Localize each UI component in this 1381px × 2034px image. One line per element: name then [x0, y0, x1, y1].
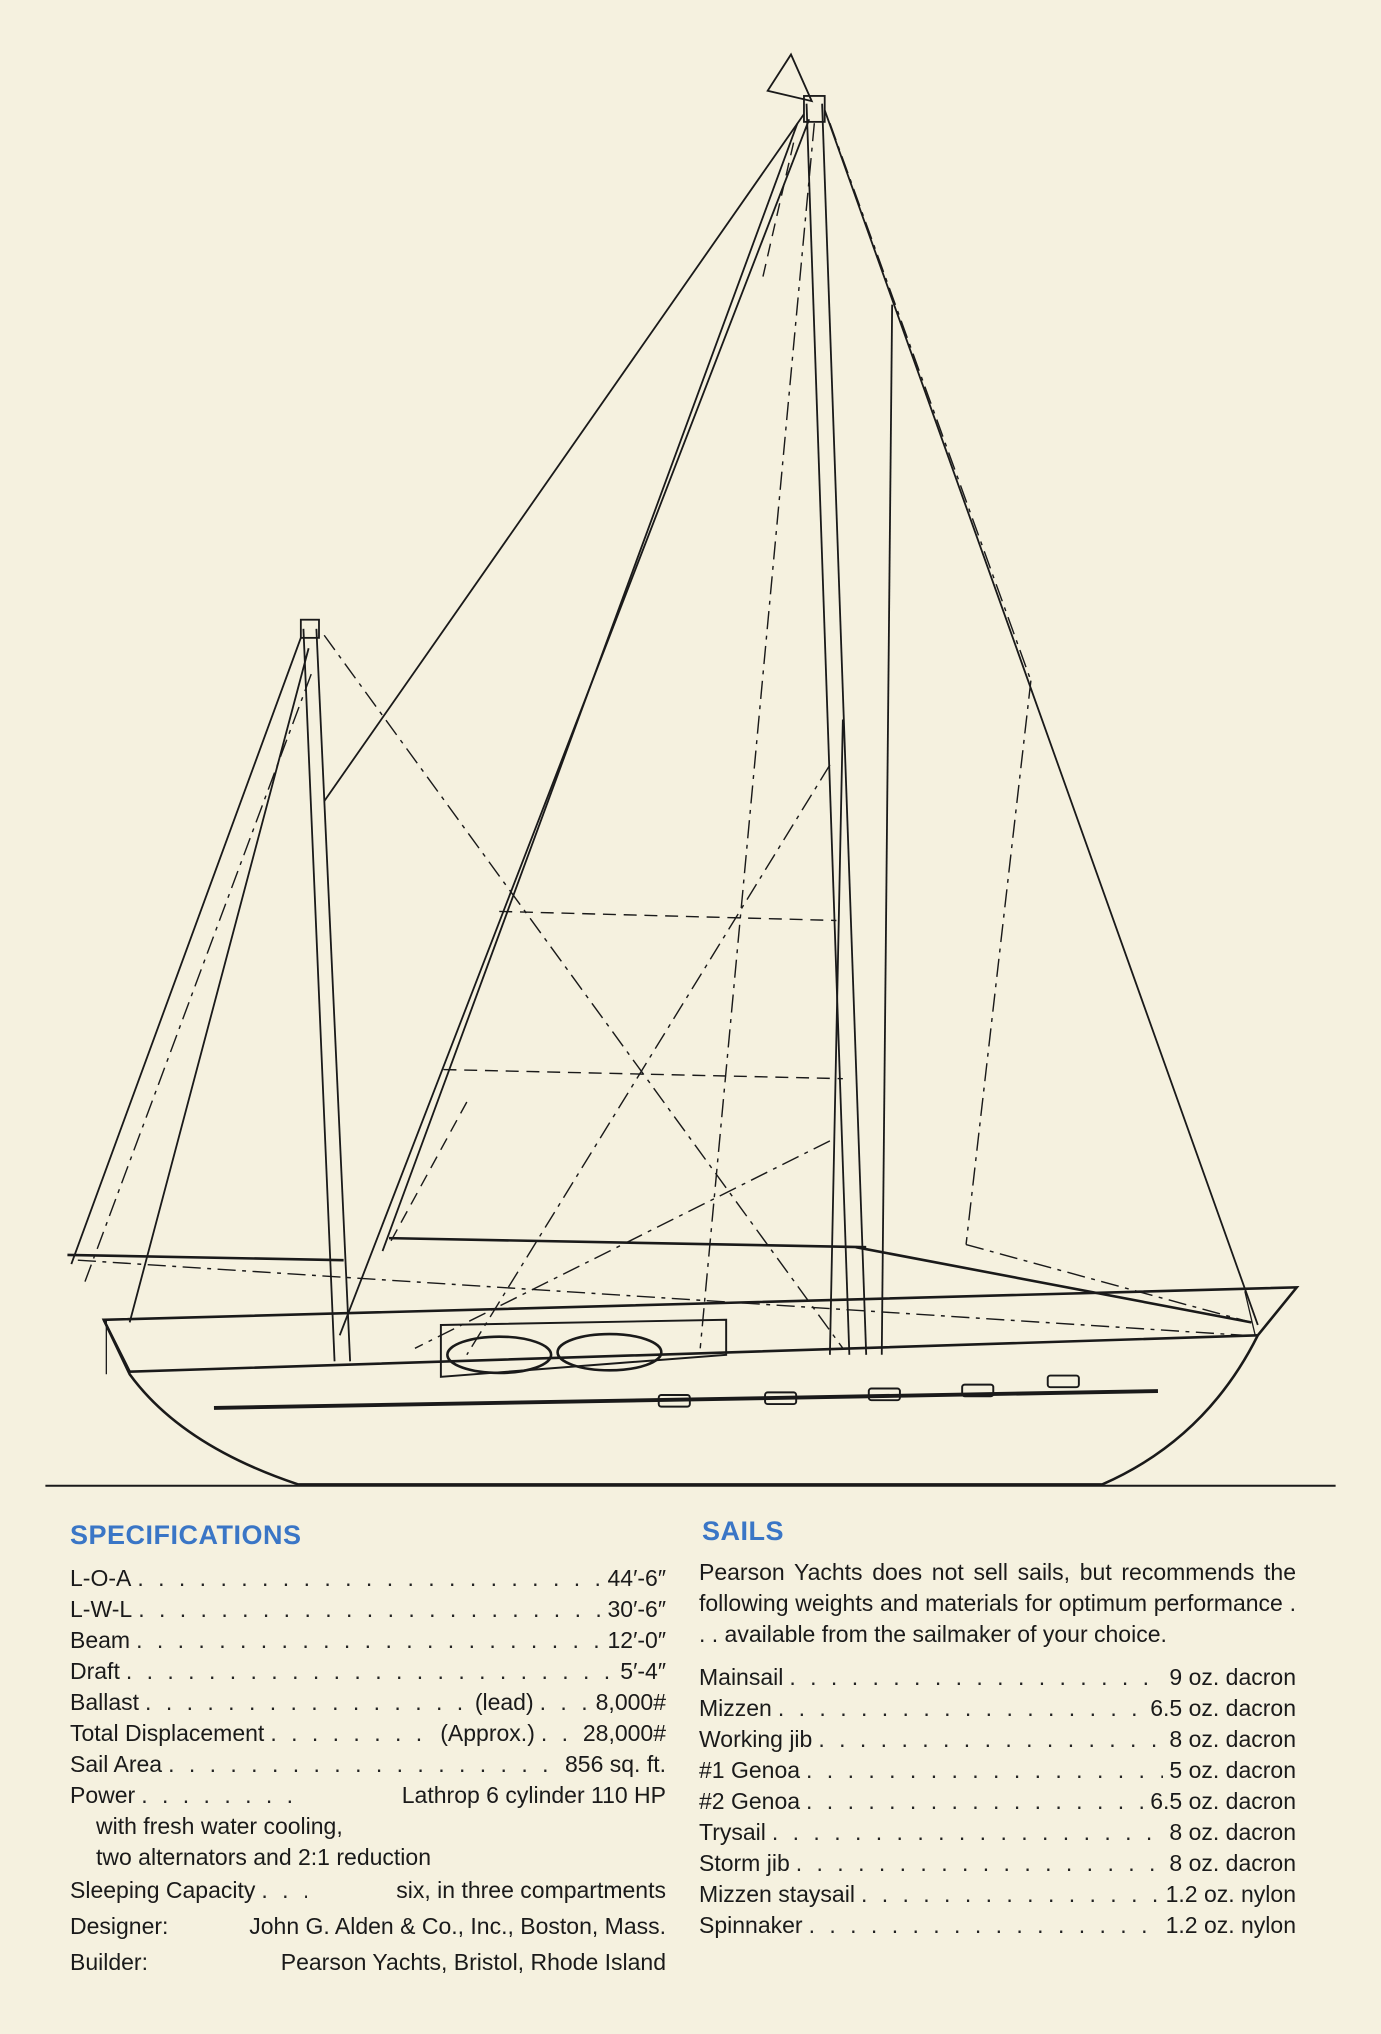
sail-row: #1 Genoa 5 oz. dacron: [699, 1755, 1296, 1786]
power-detail-2: two alternators and 2:1 reduction: [96, 1844, 431, 1870]
spec-value: 856 sq. ft.: [564, 1751, 666, 1777]
spec-row-builder: Builder: Pearson Yachts, Bristol, Rhode I…: [70, 1947, 666, 1978]
dot-leader: [141, 1780, 291, 1811]
sail-label: Trysail: [699, 1819, 766, 1845]
reef-lines: [388, 142, 843, 1245]
spec-row-sail-area: Sail Area 856 sq. ft.: [70, 1749, 666, 1780]
specifications-list: L-O-A 44′-6″ L-W-L 30′-6″ Beam 12′-0″ Draft…: [70, 1563, 666, 1978]
power-detail-1: with fresh water cooling,: [96, 1813, 343, 1839]
spec-row-beam: Beam 12′-0″: [70, 1625, 666, 1656]
spec-row-ballast: Ballast (lead) 8,000#: [70, 1687, 666, 1718]
spec-value: 12′-0″: [607, 1627, 667, 1653]
spec-label: Sail Area: [70, 1751, 163, 1777]
ketch-sail-plan-drawing: [45, 52, 1336, 1487]
spec-label: Draft: [70, 1658, 120, 1684]
dot-leader: [772, 1817, 1164, 1848]
alternate-sail-outlines: [77, 122, 1252, 1356]
sail-row: Mizzen 6.5 oz. dacron: [699, 1693, 1296, 1724]
spec-row-displacement: Total Displacement (Approx.) 28,000#: [70, 1718, 666, 1749]
specifications-heading: SPECIFICATIONS: [70, 1520, 302, 1550]
spec-value: six, in three compartments: [396, 1877, 666, 1903]
sail-label: Storm jib: [699, 1850, 790, 1876]
sail-value: 8 oz. dacron: [1169, 1850, 1296, 1876]
dot-leader: [540, 1687, 590, 1718]
dot-leader: [137, 1563, 601, 1594]
sail-label: Working jib: [699, 1726, 813, 1752]
sails-heading: SAILS: [702, 1516, 785, 1546]
spec-label: L-O-A: [70, 1565, 132, 1591]
sail-label: #2 Genoa: [699, 1788, 801, 1814]
spec-value: Lathrop 6 cylinder 110 HP: [401, 1782, 666, 1808]
dot-leader: [806, 1786, 1144, 1817]
main-mast: [803, 95, 868, 1355]
spec-value: 5′-4″: [620, 1658, 666, 1684]
sail-label: #1 Genoa: [699, 1757, 801, 1783]
sail-value: 1.2 oz. nylon: [1165, 1912, 1296, 1938]
spec-row-designer: Designer: John G. Alden & Co., Inc., Bost…: [70, 1911, 666, 1942]
spec-label: Builder:: [70, 1949, 148, 1975]
spec-label: L-W-L: [70, 1596, 133, 1622]
spec-note: (lead): [474, 1689, 534, 1715]
sail-value: 6.5 oz. dacron: [1150, 1788, 1296, 1814]
booms: [67, 1236, 1252, 1324]
spec-value: 44′-6″: [607, 1565, 667, 1591]
spec-row-draft: Draft 5′-4″: [70, 1656, 666, 1687]
spec-label: Ballast: [70, 1689, 140, 1715]
sail-value: 6.5 oz. dacron: [1150, 1695, 1296, 1721]
sail-label: Mizzen staysail: [699, 1881, 855, 1907]
sail-row: Storm jib 8 oz. dacron: [699, 1848, 1296, 1879]
standing-rigging: [70, 109, 1259, 1355]
sail-row: Trysail 8 oz. dacron: [699, 1817, 1296, 1848]
dot-leader: [136, 1625, 601, 1656]
dot-leader: [861, 1879, 1160, 1910]
dot-leader: [261, 1875, 307, 1906]
dot-leader: [796, 1848, 1164, 1879]
dot-leader: [818, 1724, 1163, 1755]
spec-value: 30′-6″: [607, 1596, 667, 1622]
dot-leader: [270, 1718, 434, 1749]
dot-leader: [168, 1749, 559, 1780]
sail-label: Spinnaker: [699, 1912, 803, 1938]
spec-label: Total Displacement: [70, 1720, 265, 1746]
dot-leader: [809, 1910, 1160, 1941]
dot-leader: [806, 1755, 1163, 1786]
spec-row-lwl: L-W-L 30′-6″: [70, 1594, 666, 1625]
dot-leader: [541, 1718, 577, 1749]
dot-leader: [126, 1656, 614, 1687]
sail-label: Mizzen: [699, 1695, 772, 1721]
hull: [101, 1286, 1300, 1486]
mizzen-mast: [299, 618, 352, 1362]
sail-value: 1.2 oz. nylon: [1165, 1881, 1296, 1907]
spec-row-loa: L-O-A 44′-6″: [70, 1563, 666, 1594]
masthead-flag: [766, 52, 814, 103]
spec-label: Sleeping Capacity: [70, 1877, 256, 1903]
spec-label: Designer:: [70, 1913, 169, 1939]
spec-row-power: Power Lathrop 6 cylinder 110 HP: [70, 1780, 666, 1811]
sail-value: 8 oz. dacron: [1169, 1819, 1296, 1845]
dot-leader: [145, 1687, 469, 1718]
dot-leader: [778, 1693, 1144, 1724]
spec-label: Beam: [70, 1627, 131, 1653]
sail-row: Mainsail 9 oz. dacron: [699, 1662, 1296, 1693]
spec-value: 28,000#: [582, 1720, 666, 1746]
sails-intro-paragraph: Pearson Yachts does not sell sails, but …: [699, 1559, 1296, 1647]
sail-value: 8 oz. dacron: [1169, 1726, 1296, 1752]
spec-value: Pearson Yachts, Bristol, Rhode Island: [280, 1949, 666, 1975]
sail-row: Mizzen staysail 1.2 oz. nylon: [699, 1879, 1296, 1910]
dot-leader: [789, 1662, 1163, 1693]
sails-section: Pearson Yachts does not sell sails, but …: [699, 1557, 1296, 1941]
spec-value: John G. Alden & Co., Inc., Boston, Mass.: [249, 1913, 666, 1939]
dot-leader: [138, 1594, 601, 1625]
sail-row: Spinnaker 1.2 oz. nylon: [699, 1910, 1296, 1941]
spec-value: 8,000#: [595, 1689, 666, 1715]
sail-row: Working jib 8 oz. dacron: [699, 1724, 1296, 1755]
spec-row-sleeping: Sleeping Capacity six, in three compartme…: [70, 1875, 666, 1906]
sail-label: Mainsail: [699, 1664, 784, 1690]
sail-value: 9 oz. dacron: [1169, 1664, 1296, 1690]
portholes: [657, 1374, 1080, 1408]
sail-value: 5 oz. dacron: [1169, 1757, 1296, 1783]
sail-row: #2 Genoa 6.5 oz. dacron: [699, 1786, 1296, 1817]
spec-label: Power: [70, 1782, 136, 1808]
spec-note: (Approx.): [440, 1720, 535, 1746]
